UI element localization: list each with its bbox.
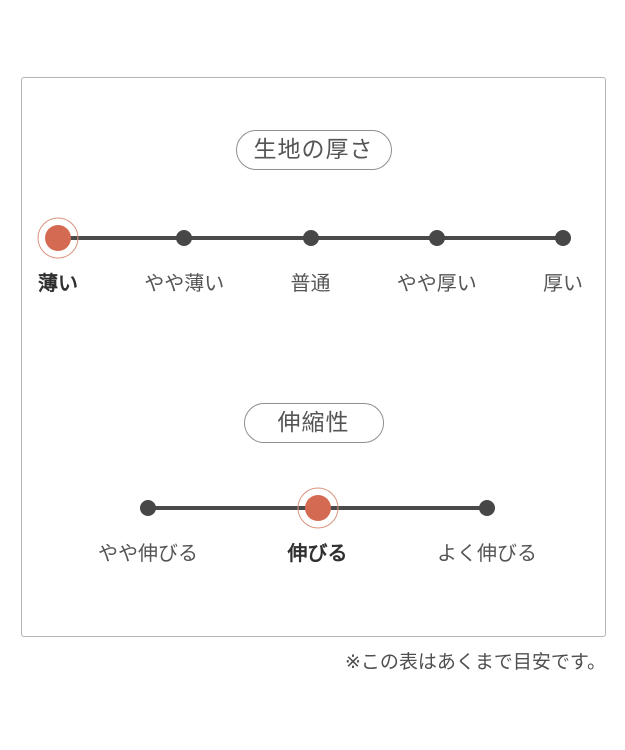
scale-label: やや伸びる bbox=[98, 543, 198, 565]
scale-title-pill-stretch: 伸縮性 bbox=[243, 403, 384, 443]
scale-label: 伸びる bbox=[287, 543, 348, 565]
disclaimer-footnote: ※この表はあくまで目安です。 bbox=[344, 652, 606, 673]
selected-dot-thin bbox=[45, 225, 71, 251]
scale-label: 薄い bbox=[38, 273, 78, 295]
scale-dot bbox=[302, 230, 319, 246]
thickness-scale-labels: 薄い やや薄い 普通 やや厚い 厚い bbox=[38, 271, 583, 297]
stretch-scale-labels: やや伸びる 伸びる よく伸びる bbox=[98, 541, 537, 567]
scale-title: 伸縮性 bbox=[277, 409, 350, 435]
scale-dot bbox=[176, 230, 193, 246]
selected-marker-ring bbox=[37, 217, 79, 259]
scale-dot bbox=[428, 230, 445, 246]
scale-label: 厚い bbox=[543, 273, 583, 295]
scale-title: 生地の厚さ bbox=[253, 136, 374, 162]
scale-dot bbox=[555, 230, 571, 246]
selected-marker-ring bbox=[297, 487, 338, 529]
chart-box: 生地の厚さ 薄い やや薄い 普通 やや厚い 厚い 伸縮性 bbox=[21, 77, 606, 637]
selected-dot-stretch bbox=[304, 495, 331, 521]
scale-dot bbox=[140, 500, 156, 516]
scale-dot bbox=[479, 500, 495, 516]
scale-label: やや厚い bbox=[396, 273, 477, 295]
scale-label: 普通 bbox=[290, 273, 331, 295]
scale-title-pill-thickness: 生地の厚さ bbox=[235, 130, 392, 170]
scale-label: よく伸びる bbox=[437, 543, 537, 565]
scale-label: やや薄い bbox=[144, 273, 225, 295]
